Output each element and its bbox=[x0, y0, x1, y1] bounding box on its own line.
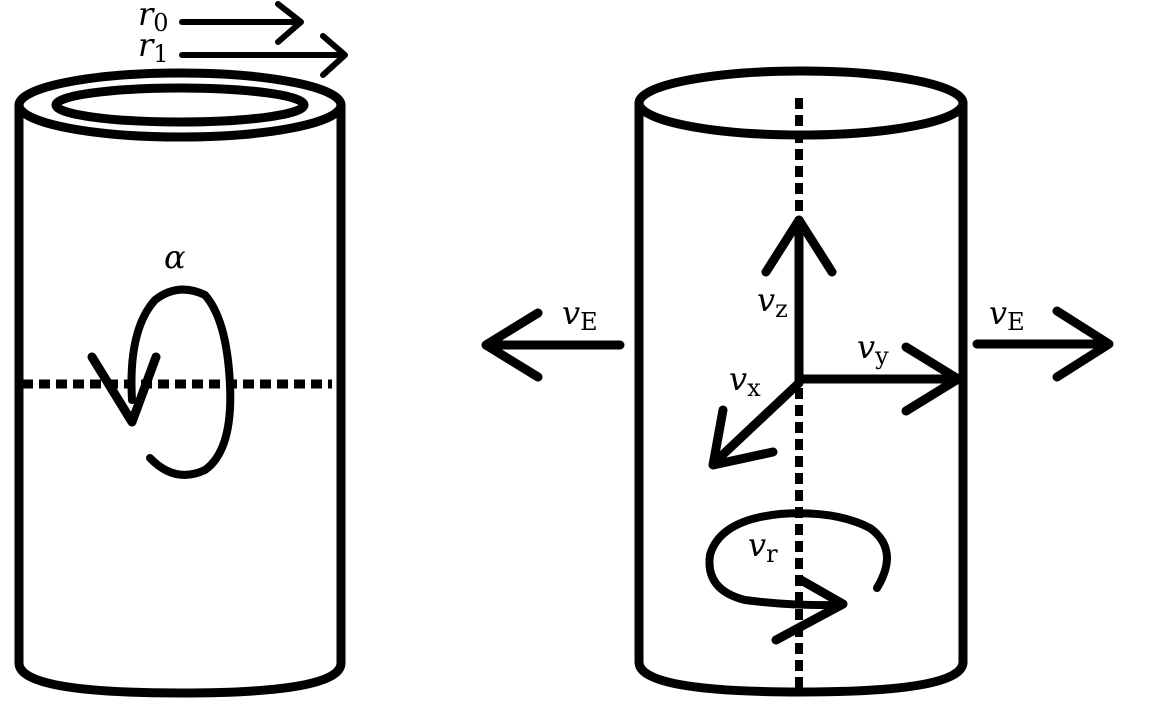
alpha-rotation-arrow bbox=[87, 285, 235, 479]
r1-arrow bbox=[179, 33, 348, 78]
right-cylinder bbox=[634, 66, 968, 697]
alpha-label: α bbox=[164, 238, 186, 276]
right-ve-arrow bbox=[972, 306, 1114, 382]
r1-label: r1 bbox=[138, 26, 169, 68]
right-cylinder-bottom-edge bbox=[634, 657, 968, 697]
left-cylinder-outer-top bbox=[14, 68, 346, 142]
vz-arrow bbox=[761, 215, 837, 385]
velocity-components bbox=[705, 215, 963, 645]
vx-arrow bbox=[708, 378, 804, 470]
left-cylinder-inner-top bbox=[51, 83, 309, 127]
vz-label: vz bbox=[757, 281, 788, 323]
right-ve-label: vE bbox=[989, 294, 1025, 336]
left-cylinder-bottom-edge bbox=[14, 658, 346, 698]
vy-label: vy bbox=[857, 328, 889, 370]
left-ve-label: vE bbox=[562, 294, 598, 336]
vr-rotation-arrow bbox=[705, 509, 891, 645]
radius-arrows bbox=[179, 1, 348, 78]
vr-label: vr bbox=[748, 526, 778, 568]
vx-label: vx bbox=[729, 360, 761, 402]
vy-arrow bbox=[794, 342, 963, 416]
r0-label: r0 bbox=[138, 0, 169, 37]
left-cylinder bbox=[14, 68, 346, 698]
r0-arrow bbox=[179, 1, 304, 45]
left-ve-arrow bbox=[481, 308, 625, 382]
